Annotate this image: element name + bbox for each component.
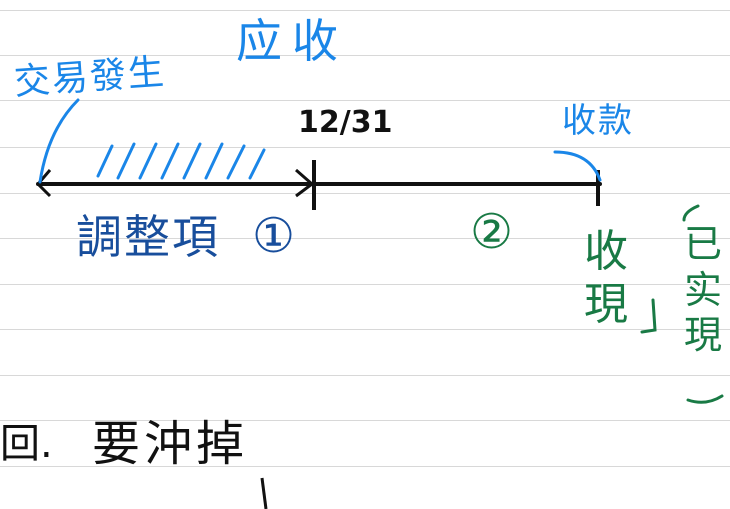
segment-2-number: ② — [470, 204, 514, 260]
ruled-line — [0, 375, 730, 376]
hatching — [96, 142, 266, 180]
label-already-realized: 已实現 — [684, 222, 723, 358]
segment-1-number: ① — [252, 208, 296, 264]
ruled-line — [0, 10, 730, 11]
bottom-tail — [260, 477, 268, 509]
bottom-must-offset: 要沖掉 — [92, 416, 249, 472]
ruled-line — [0, 193, 730, 194]
realized-bracket — [640, 298, 657, 334]
ruled-line — [0, 55, 730, 56]
ruled-line — [0, 284, 730, 285]
ruled-line — [0, 329, 730, 330]
bottom-prefix: 回. — [0, 421, 53, 467]
timeline-left-arrow — [35, 169, 52, 198]
label-adjustment-item: 調整項 — [76, 210, 220, 264]
title-receivable: 应收 — [236, 14, 348, 68]
ruled-line — [0, 147, 730, 148]
paren-close — [686, 394, 724, 404]
ruled-line — [0, 238, 730, 239]
label-date-1231: 12/31 — [298, 105, 393, 140]
label-transaction-occurs: 交易發生 — [12, 51, 168, 104]
start-pointer-arc — [38, 98, 80, 184]
label-cash-realized: 收現 — [584, 226, 628, 330]
ruled-line — [0, 420, 730, 421]
ruled-line — [0, 466, 730, 467]
label-payment-received: 收款 — [562, 101, 634, 141]
paren-open — [682, 204, 700, 222]
end-pointer-arc — [553, 150, 602, 182]
ruled-line — [0, 100, 730, 101]
